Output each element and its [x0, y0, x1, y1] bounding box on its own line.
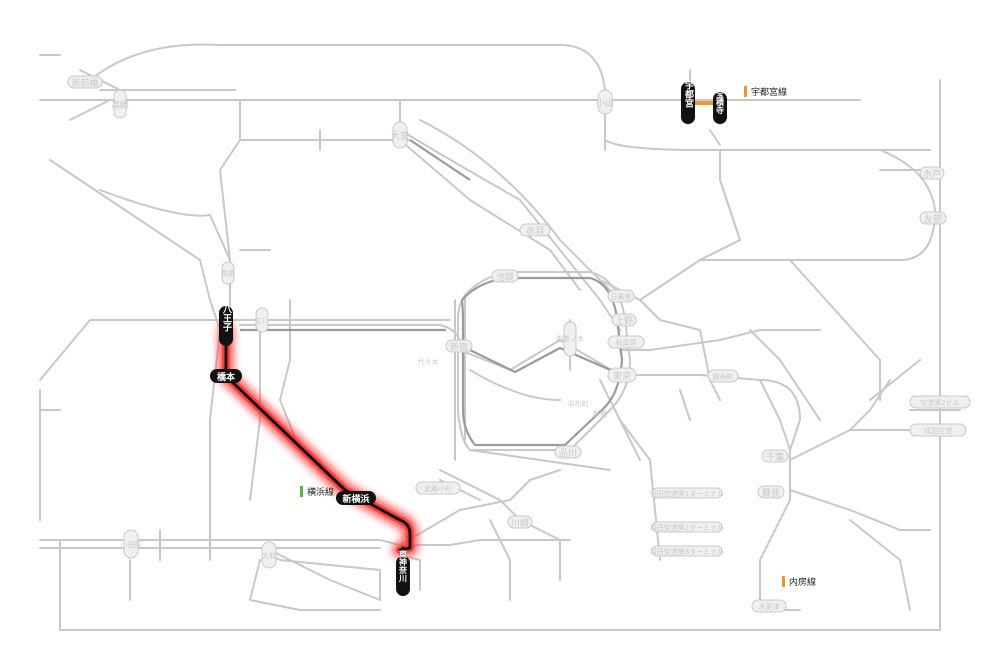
station-higashi-kanagawa[interactable]: 東神奈川 — [396, 549, 410, 596]
svg-text:浜松町: 浜松町 — [568, 399, 589, 408]
station-airport-t2[interactable]: 空港第2ビル — [909, 395, 971, 409]
svg-text:川崎: 川崎 — [511, 517, 529, 529]
station-odawara[interactable]: 小田原 — [121, 529, 142, 559]
svg-text:千葉: 千葉 — [766, 451, 784, 463]
svg-text:宇都宮線: 宇都宮線 — [751, 86, 787, 98]
svg-text:宝積寺: 宝積寺 — [715, 89, 725, 115]
station-ikebukuro[interactable]: 池袋 — [491, 269, 519, 283]
svg-text:池袋: 池袋 — [496, 271, 514, 283]
station-hachioji[interactable]: 八王子 — [219, 304, 233, 346]
station-takasaki[interactable]: 高崎 — [111, 89, 129, 119]
svg-text:品川: 品川 — [559, 448, 577, 459]
station-oyama[interactable]: 小山 — [596, 89, 614, 115]
network-lines-dark — [240, 139, 624, 447]
svg-text:木更津: 木更津 — [759, 602, 780, 611]
station-shin-maebashi[interactable]: 新前橋 — [67, 75, 103, 89]
station-shimbashi[interactable]: 新橋 — [593, 409, 607, 418]
svg-text:新橋: 新橋 — [593, 409, 607, 418]
svg-text:八王子: 八王子 — [221, 304, 233, 332]
svg-text:大宮: 大宮 — [391, 130, 409, 142]
station-hashimoto[interactable]: 橋本 — [210, 369, 242, 383]
station-utsunomiya[interactable]: 宇都宮 — [681, 79, 695, 124]
station-musashi-kosugi[interactable]: 武蔵小杉 — [415, 481, 461, 495]
station-haneda-t1[interactable]: 羽田空港第1ターミナル — [650, 487, 724, 499]
station-akabane[interactable]: 赤羽 — [519, 223, 551, 237]
station-kinshicho[interactable]: 錦糸町 — [707, 369, 739, 383]
station-takao[interactable]: 高尾 — [221, 261, 235, 285]
station-chiba[interactable]: 千葉 — [761, 449, 789, 463]
svg-text:高崎: 高崎 — [111, 99, 129, 111]
svg-text:新横浜: 新横浜 — [342, 493, 369, 505]
station-haneda-t3[interactable]: 羽田空港第3ターミナル — [650, 545, 724, 557]
legend-yokohama: 横浜線 — [300, 486, 334, 498]
faint-stations: 新前橋 高崎 小山 大宮 水戸 友部 赤羽 池袋 日暮里 上野 秋葉原 東京 新… — [67, 75, 971, 613]
station-hotokuji[interactable]: 宝積寺 — [713, 89, 727, 124]
svg-text:羽田空港第2ターミナル: 羽田空港第2ターミナル — [650, 523, 724, 532]
svg-text:御茶ノ水: 御茶ノ水 — [556, 334, 584, 343]
station-shin-yokohama[interactable]: 新横浜 — [336, 491, 376, 505]
station-shinjuku[interactable]: 新宿 — [445, 339, 473, 353]
station-kisarazu[interactable]: 木更津 — [751, 599, 787, 613]
svg-text:水戸: 水戸 — [923, 168, 941, 180]
network-lines — [39, 43, 961, 631]
station-hamamatsucho[interactable]: 浜松町 — [568, 399, 589, 408]
station-haneda-t2[interactable]: 羽田空港第2ターミナル — [650, 521, 724, 533]
svg-text:上野: 上野 — [615, 316, 633, 327]
svg-text:武蔵小杉: 武蔵小杉 — [424, 484, 452, 493]
station-kawasaki[interactable]: 川崎 — [507, 515, 533, 529]
svg-text:羽田空港第3ターミナル: 羽田空港第3ターミナル — [650, 547, 724, 556]
station-ofuna[interactable]: 大船 — [261, 541, 277, 569]
station-sendagaya[interactable]: 代々木 — [418, 357, 439, 366]
svg-text:羽田空港第1ターミナル: 羽田空港第1ターミナル — [650, 489, 724, 498]
svg-text:秋葉原: 秋葉原 — [616, 338, 637, 347]
svg-text:宇都宮: 宇都宮 — [683, 79, 695, 108]
station-tokyo[interactable]: 東京 — [607, 367, 637, 383]
svg-text:横浜線: 横浜線 — [307, 486, 334, 498]
station-narita-airport[interactable]: 成田空港 — [909, 423, 967, 437]
svg-text:新前橋: 新前橋 — [71, 77, 98, 89]
svg-text:橋本: 橋本 — [217, 371, 236, 383]
svg-text:赤羽: 赤羽 — [526, 226, 544, 237]
svg-text:蘇我: 蘇我 — [762, 487, 780, 499]
svg-text:友部: 友部 — [924, 213, 942, 225]
legend-utsunomiya: 宇都宮線 — [744, 86, 787, 98]
svg-text:代々木: 代々木 — [418, 357, 439, 366]
highlighted-route — [218, 322, 418, 594]
svg-text:錦糸町: 錦糸町 — [713, 372, 734, 381]
station-ueno[interactable]: 上野 — [611, 313, 637, 327]
station-tachikawa[interactable]: 立川 — [255, 307, 269, 333]
svg-text:高尾: 高尾 — [221, 269, 235, 278]
svg-text:東京: 東京 — [613, 370, 631, 382]
station-omiya[interactable]: 大宮 — [391, 121, 409, 149]
svg-text:空港第2ビル: 空港第2ビル — [920, 398, 959, 407]
active-stations: 八王子 橋本 新横浜 東神奈川 宇都宮 宝積寺 — [210, 79, 727, 596]
station-soga[interactable]: 蘇我 — [757, 485, 785, 499]
station-mito[interactable]: 水戸 — [919, 166, 945, 180]
svg-text:日暮里: 日暮里 — [611, 292, 632, 301]
station-tomobe[interactable]: 友部 — [919, 211, 947, 225]
svg-text:内房線: 内房線 — [789, 576, 816, 588]
svg-text:成田空港: 成田空港 — [924, 426, 952, 435]
svg-text:小山: 小山 — [596, 98, 614, 109]
legend: 宇都宮線 横浜線 内房線 — [300, 86, 816, 588]
svg-text:東神奈川: 東神奈川 — [398, 549, 408, 583]
station-nippori[interactable]: 日暮里 — [607, 289, 635, 303]
legend-uchibo: 内房線 — [782, 576, 816, 588]
svg-text:新宿: 新宿 — [450, 341, 468, 353]
svg-text:小田原: 小田原 — [121, 540, 142, 549]
station-shinagawa[interactable]: 品川 — [554, 445, 582, 459]
station-ochanomizu[interactable]: 御茶ノ水 — [556, 321, 584, 357]
svg-text:大船: 大船 — [262, 551, 276, 560]
svg-text:立川: 立川 — [255, 316, 269, 325]
station-akihabara[interactable]: 秋葉原 — [607, 335, 645, 349]
